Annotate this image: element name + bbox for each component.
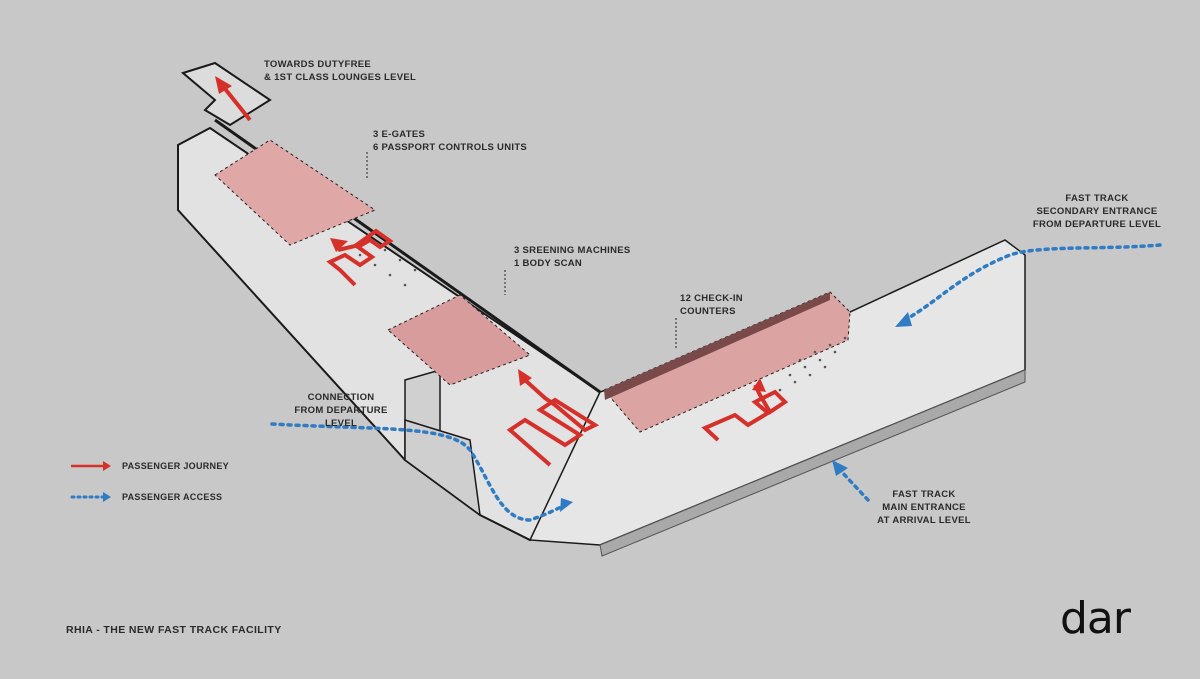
access-connection-path (270, 422, 567, 522)
queue-stanchions (358, 238, 847, 392)
passenger-access-paths (270, 243, 1162, 522)
passenger-journey-paths (215, 76, 789, 467)
label-connection: CONNECTION FROM DEPARTURE LEVEL (294, 392, 388, 429)
label-main-entrance: FAST TRACK MAIN ENTRANCE AT ARRIVAL LEVE… (877, 489, 971, 526)
journey-arrow-top (220, 83, 252, 122)
legend-journey-label: PASSENGER JOURNEY (122, 461, 229, 471)
legend-access-label: PASSENGER ACCESS (122, 492, 223, 502)
footer-title: RHIA - THE NEW FAST TRACK FACILITY (66, 624, 282, 636)
access-arrowhead-main (832, 460, 848, 476)
label-towards-dutyfree: TOWARDS DUTYFREE & 1ST CLASS LOUNGES LEV… (264, 59, 417, 83)
legend-access: PASSENGER ACCESS (70, 490, 222, 504)
access-secondary-path (903, 243, 1162, 322)
screening-zone (387, 294, 531, 386)
access-main-path (838, 468, 870, 502)
journey-snake-passport (326, 228, 394, 287)
journey-snake-checkin (701, 384, 789, 442)
label-leaders (366, 152, 677, 348)
blue-dotted-arrow-icon (70, 492, 111, 502)
passport-control-zone (214, 139, 377, 246)
access-arrowhead-connection (560, 498, 573, 512)
label-secondary-entrance: FAST TRACK SECONDARY ENTRANCE FROM DEPAR… (1032, 193, 1162, 230)
red-arrow-icon (71, 461, 111, 471)
label-checkin: 12 CHECK-IN COUNTERS (680, 293, 743, 317)
legend-journey: PASSENGER JOURNEY (70, 459, 229, 473)
pink-zones (214, 139, 851, 433)
building-floor (177, 61, 1026, 557)
arrowhead-top (215, 76, 232, 94)
journey-snake-screening (506, 378, 600, 467)
label-screening: 3 SREENING MACHINES 1 BODY SCAN (514, 245, 631, 269)
dar-logo: dar (1060, 593, 1131, 644)
label-egates: 3 E-GATES 6 PASSPORT CONTROLS UNITS (373, 129, 528, 153)
access-arrowhead-secondary (895, 312, 912, 327)
